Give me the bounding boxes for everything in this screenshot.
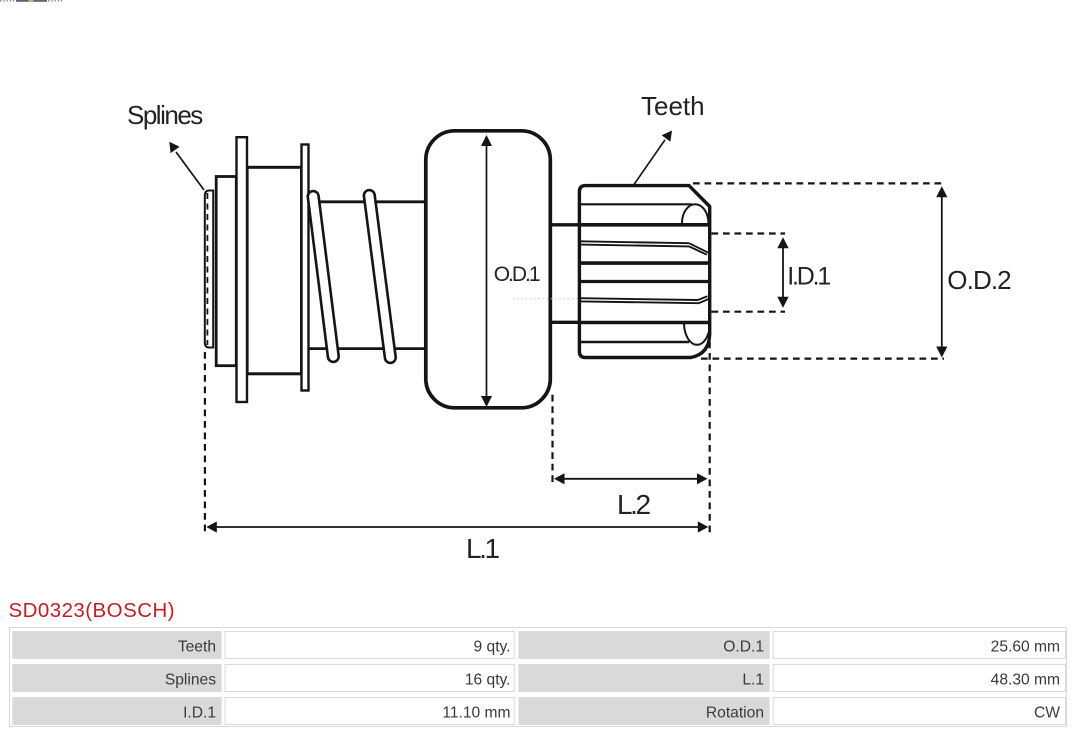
svg-text:Teeth: Teeth (178, 638, 216, 655)
svg-text:Splines: Splines (127, 100, 203, 130)
svg-text:L.2: L.2 (617, 489, 651, 520)
svg-text:9 qty.: 9 qty. (474, 638, 511, 655)
svg-text:48.30 mm: 48.30 mm (991, 671, 1060, 688)
svg-text:11.10 mm: 11.10 mm (442, 704, 510, 721)
svg-text:L.1: L.1 (466, 533, 500, 564)
svg-text:I.D.1: I.D.1 (787, 263, 830, 291)
svg-text:Rotation: Rotation (706, 704, 764, 721)
svg-text:Splines: Splines (165, 671, 216, 688)
svg-text:L.1: L.1 (742, 671, 764, 688)
svg-text:16 qty.: 16 qty. (465, 671, 511, 688)
svg-text:O.D.1: O.D.1 (723, 638, 764, 655)
svg-text:O.D.1: O.D.1 (494, 263, 540, 286)
svg-text:O.D.2: O.D.2 (947, 265, 1011, 295)
svg-text:Teeth: Teeth (641, 91, 705, 121)
svg-text:SD0323(BOSCH): SD0323(BOSCH) (9, 599, 176, 622)
svg-text:25.60 mm: 25.60 mm (991, 638, 1060, 655)
svg-text:CW: CW (1034, 704, 1060, 721)
svg-text:I.D.1: I.D.1 (183, 704, 216, 721)
